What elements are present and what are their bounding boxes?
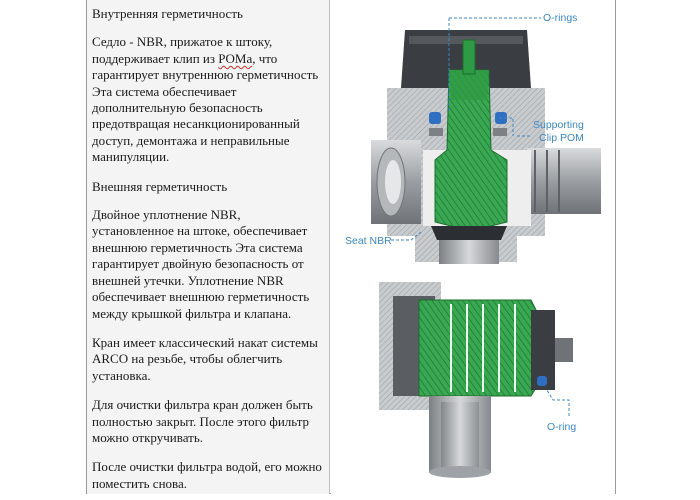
upper-valve-drawing	[339, 6, 601, 268]
spellcheck-word: POMа	[218, 50, 253, 66]
label-seat-nbr: Seat NBR	[345, 235, 392, 247]
label-supporting: Supporting	[533, 119, 584, 131]
paragraph-internal-sealing: Седло - NBR, прижатое к штоку, поддержив…	[92, 34, 325, 165]
valve-cross-section-figure: O-rings Supporting Clip POM Seat NBR	[339, 6, 601, 478]
section-title-internal: Внутренняя герметичность	[92, 6, 243, 21]
filter-core	[418, 299, 542, 397]
paragraph-internal-part1: Седло - NBR, прижатое к штоку, поддержив…	[92, 34, 273, 66]
label-o-rings: O-rings	[543, 12, 577, 24]
label-clip-pom: Clip POM	[539, 132, 584, 144]
paragraph-internal-part2: , что гарантирует внутреннюю герметичнос…	[92, 50, 319, 165]
outlet-pipe	[527, 148, 601, 214]
o-ring-seal-left	[429, 112, 441, 124]
paragraph-filter-cleaning: Для очистки фильтра кран должен быть пол…	[92, 397, 313, 445]
text-column: Внутренняя герметичность Седло - NBR, пр…	[87, 0, 330, 494]
lower-filter-drawing	[379, 282, 573, 478]
paragraph-filter-replace: После очистки фильтра водой, его можно п…	[92, 459, 322, 491]
label-o-ring: O-ring	[547, 421, 576, 433]
paragraph-external-sealing: Двойное уплотнение NBR, установленное на…	[92, 207, 310, 321]
o-ring-filter	[537, 376, 547, 386]
figure-column: O-rings Supporting Clip POM Seat NBR	[331, 0, 615, 494]
paragraph-arco-thread: Кран имеет классический накат системы AR…	[92, 334, 318, 383]
leader-lines	[391, 17, 570, 416]
section-title-external: Внешняя герметичность	[92, 178, 228, 194]
